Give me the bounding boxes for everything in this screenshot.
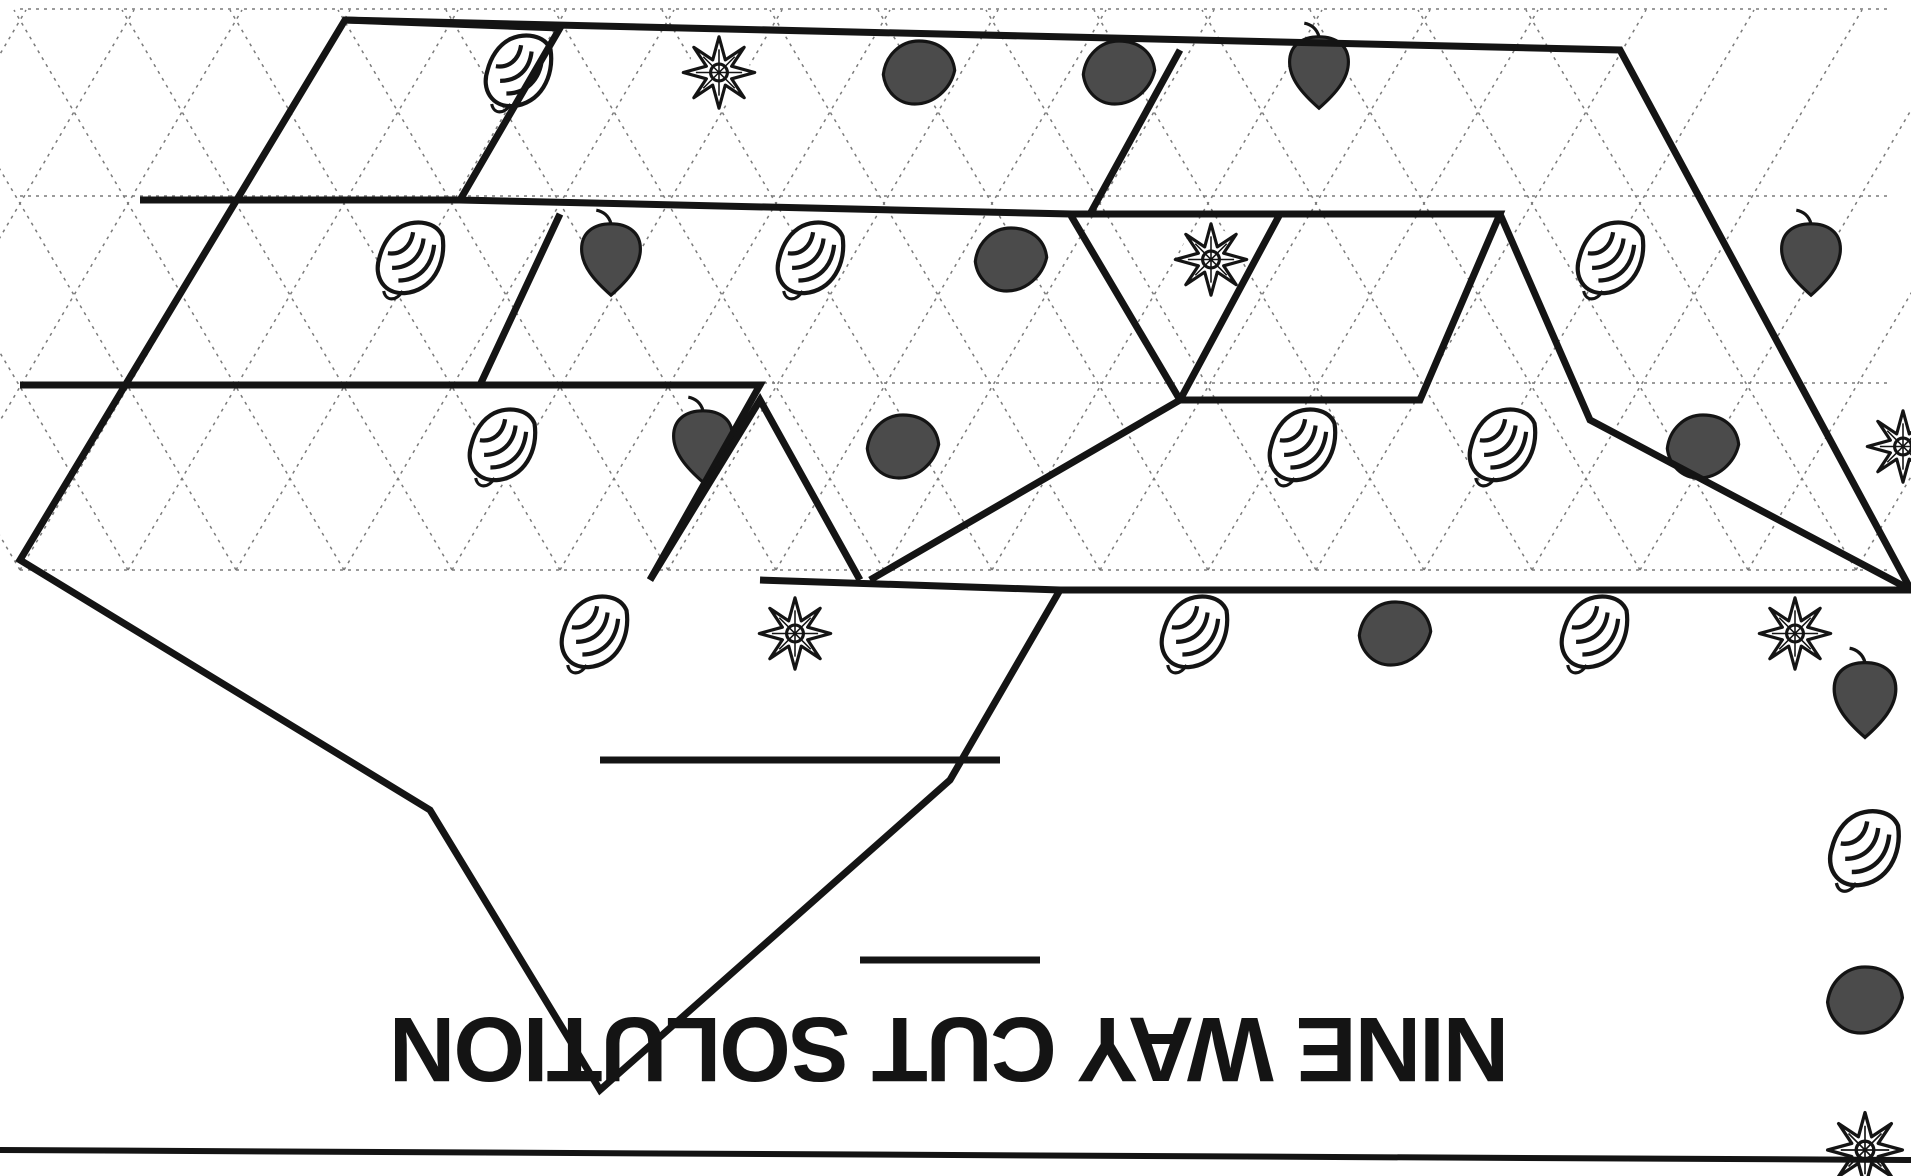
- flower-icon: [1175, 224, 1246, 295]
- helmet-icon: [378, 223, 444, 299]
- helmet-icon: [1578, 223, 1644, 299]
- leaf-icon: [1782, 210, 1841, 295]
- helmet-icon: [1270, 410, 1336, 486]
- helmet-icon: [1470, 410, 1536, 486]
- grid-line: [0, 10, 26, 570]
- flower-icon: [759, 598, 830, 669]
- legend-flower-icon: [1828, 1113, 1903, 1176]
- legend-gem-icon: [1828, 967, 1903, 1033]
- cut-line-1: [20, 20, 1911, 1090]
- grid-line: [1748, 10, 1911, 570]
- flower-icon: [1759, 598, 1830, 669]
- flower-icon: [1867, 411, 1911, 482]
- gem-icon: [883, 41, 954, 104]
- helmet-icon: [778, 223, 844, 299]
- bottom-rule: [0, 1150, 1911, 1160]
- grid-line: [1640, 10, 1911, 570]
- grid-line: [0, 10, 242, 570]
- grid-line: [0, 10, 236, 570]
- title-group: NINE WAY CUT SOLUTION: [391, 998, 1509, 1100]
- cut-line-2: [20, 20, 1180, 580]
- leaf-icon: [582, 210, 641, 295]
- helmet-icon: [1162, 597, 1228, 673]
- gem-icon: [1083, 41, 1154, 104]
- helmet-icon: [1562, 597, 1628, 673]
- symbol-legend: [1828, 648, 1903, 1176]
- helmet-icon: [562, 597, 628, 673]
- grid-line: [1094, 10, 1424, 570]
- legend-helmet-icon: [1830, 811, 1899, 891]
- puzzle-title: NINE WAY CUT SOLUTION: [391, 998, 1509, 1100]
- legend-leaf-icon: [1834, 648, 1896, 737]
- leaf-icon: [1290, 23, 1349, 108]
- gem-icon: [1359, 602, 1430, 665]
- gem-icon: [975, 228, 1046, 291]
- gem-icon: [867, 415, 938, 478]
- helmet-icon: [470, 410, 536, 486]
- grid-line: [0, 10, 20, 570]
- cut-lines: [20, 20, 1911, 1090]
- cut-line-5: [600, 400, 1060, 960]
- grid-line: [1856, 10, 1911, 570]
- grid-line: [1100, 10, 1430, 570]
- flower-icon: [683, 37, 754, 108]
